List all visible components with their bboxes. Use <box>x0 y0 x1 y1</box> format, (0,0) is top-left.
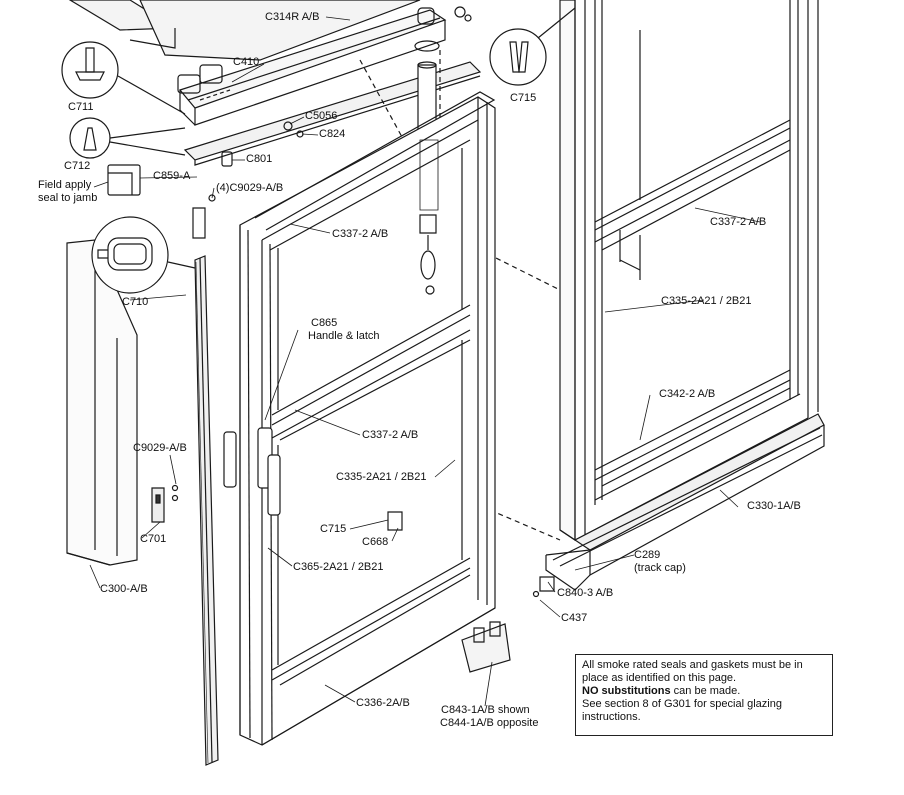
label-c701: C701 <box>140 533 167 545</box>
label-c824: C824 <box>319 128 346 140</box>
label-track-cap: (track cap) <box>634 562 686 574</box>
label-c668: C668 <box>362 536 389 548</box>
detail-circle-c712 <box>70 118 185 158</box>
fixed-panel-frame <box>560 0 818 540</box>
label-c844: C844-1A/B opposite <box>440 717 539 729</box>
jamb-seal-c710 <box>195 256 218 765</box>
label-c5056: C5056 <box>305 110 338 122</box>
label-c859a: C859-A <box>153 170 191 182</box>
label-c715-mid: C715 <box>320 523 347 535</box>
label-c711: C711 <box>68 101 94 113</box>
note-line-4: See section 8 of G301 for special glazin… <box>582 698 782 710</box>
label-c712: C712 <box>64 160 91 172</box>
label-c715-top: C715 <box>510 92 537 104</box>
label-c337-left: C337-2 A/B <box>332 228 389 240</box>
label-c300: C300-A/B <box>100 583 148 595</box>
label-c801: C801 <box>246 153 273 165</box>
smoke-seal-note: All smoke rated seals and gaskets must b… <box>575 654 833 736</box>
note-line-3: NO substitutions can be made. <box>582 685 826 698</box>
label-c335-mid: C335-2A21 / 2B21 <box>336 471 427 483</box>
detail-circle-c710 <box>92 217 195 293</box>
sliding-door-panel <box>224 92 510 745</box>
label-c337-right: C337-2 A/B <box>710 216 767 228</box>
label-c337-mid: C337-2 A/B <box>362 429 419 441</box>
note-no-substitutions: NO substitutions <box>582 685 671 697</box>
label-c365: C365-2A21 / 2B21 <box>293 561 384 573</box>
label-c840: C840-3 A/B <box>557 587 614 599</box>
detail-circle-c715 <box>490 8 575 85</box>
leader-lines <box>90 17 760 706</box>
label-c336: C336-2A/B <box>356 697 410 709</box>
note-line-5: instructions. <box>582 711 641 723</box>
latch-strike-c701 <box>152 488 164 522</box>
detail-circle-c711 <box>62 42 185 114</box>
label-handle-latch: Handle & latch <box>308 330 380 342</box>
label-c437: C437 <box>561 612 588 624</box>
label-field-apply: Field apply <box>38 179 92 191</box>
label-c865: C865 <box>311 317 338 329</box>
note-line-3-rest: can be made. <box>670 685 741 697</box>
label-c342: C342-2 A/B <box>659 388 716 400</box>
label-c335-right: C335-2A21 / 2B21 <box>661 295 752 307</box>
label-c410: C410 <box>233 56 260 68</box>
label-c314r: C314R A/B <box>265 11 320 23</box>
fixed-panel-sill-track <box>546 414 824 590</box>
label-c9029-left: C9029-A/B <box>133 442 187 454</box>
note-line-1: All smoke rated seals and gaskets must b… <box>582 659 803 671</box>
header-track <box>70 0 560 540</box>
label-c843: C843-1A/B shown <box>441 704 530 716</box>
label-seal-to-jamb: seal to jamb <box>38 192 98 204</box>
label-c330: C330-1A/B <box>747 500 801 512</box>
label-c289: C289 <box>634 549 661 561</box>
label-c710: C710 <box>122 296 149 308</box>
label-c9029-top: (4)C9029-A/B <box>216 182 284 194</box>
note-line-2: place as identified on this page. <box>582 672 737 684</box>
